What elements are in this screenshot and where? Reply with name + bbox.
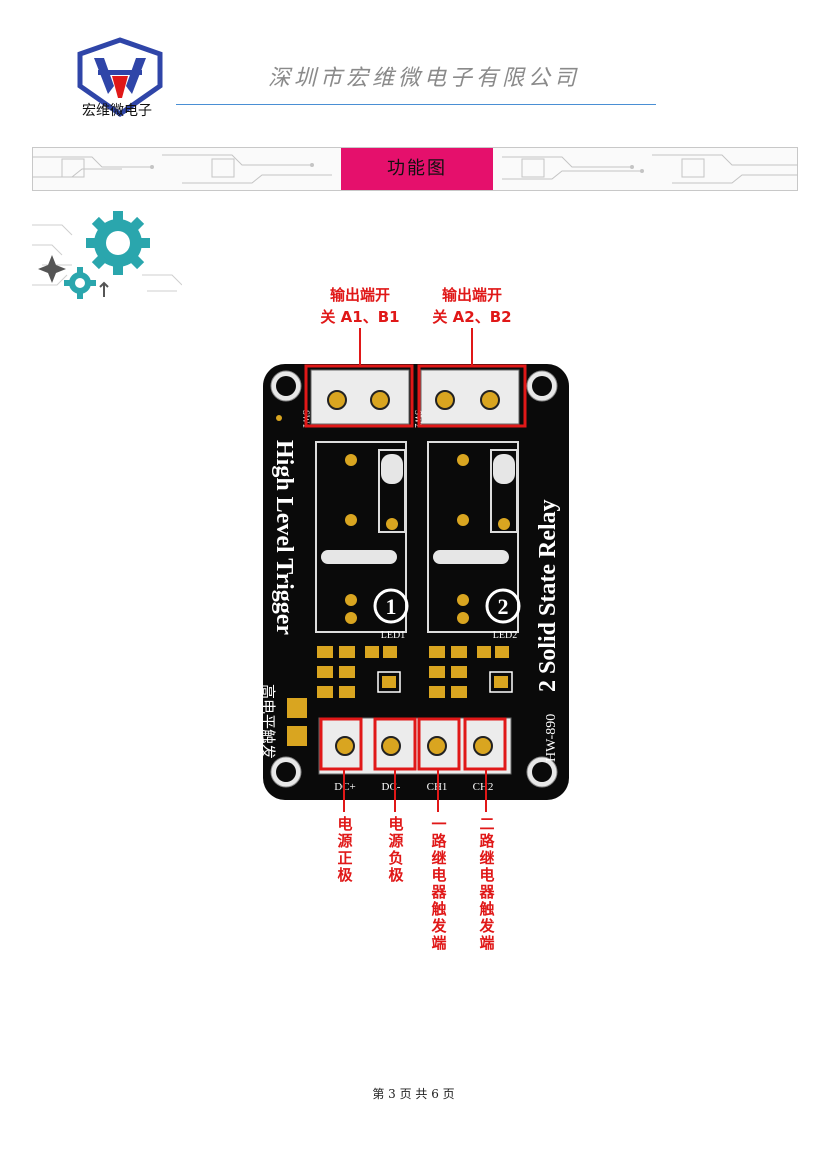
led1-label: LED1 — [381, 630, 405, 641]
page-number: 第 3 页 共 6 页 — [372, 1087, 455, 1101]
header-divider — [176, 104, 656, 105]
ch1-label: 一路继电器触发端 — [431, 815, 447, 952]
callout-line: 关 A1、B1 — [320, 308, 400, 326]
ch2-label: 二路继电器触发端 — [479, 815, 495, 952]
company-logo — [77, 37, 163, 118]
pin-ch2: CH2 — [473, 781, 494, 793]
company-name: 深圳市宏维微电子有限公司 — [268, 66, 581, 91]
callout-line: 关 A2、B2 — [432, 308, 512, 326]
led2-label: LED2 — [493, 630, 517, 641]
board-title-right: 2 Solid State Relay — [535, 499, 561, 692]
section-title: 功能图 — [387, 158, 447, 179]
board-title-left: High Level Trigger — [271, 440, 297, 635]
pin-ch1: CH1 — [427, 781, 448, 793]
dc-plus-label: 电源正极 — [337, 815, 353, 884]
banner-title-box — [341, 148, 493, 190]
relay-2-number: 2 — [498, 594, 509, 619]
relay-board: 1 2 LED1 LED2 DC+ DC- CH1 CH2 High Level… — [259, 364, 569, 800]
callout-line: 输出端开 — [329, 286, 390, 304]
board-cn-trigger: 高电平触发 — [259, 684, 277, 759]
gears-icon — [32, 211, 182, 299]
logo-text: 宏维微电子 — [82, 103, 152, 119]
pin-dc-minus: DC- — [382, 781, 401, 793]
callout-line: 输出端开 — [441, 286, 502, 304]
relay-1-number: 1 — [386, 594, 397, 619]
pin-dc-plus: DC+ — [334, 781, 355, 793]
output-terminal-1-label: 输出端开 关 A1、B1 — [300, 284, 420, 328]
dc-minus-label: 电源负极 — [388, 815, 404, 884]
output-terminal-2-label: 输出端开 关 A2、B2 — [412, 284, 532, 328]
board-model: HW-890 — [544, 714, 559, 762]
